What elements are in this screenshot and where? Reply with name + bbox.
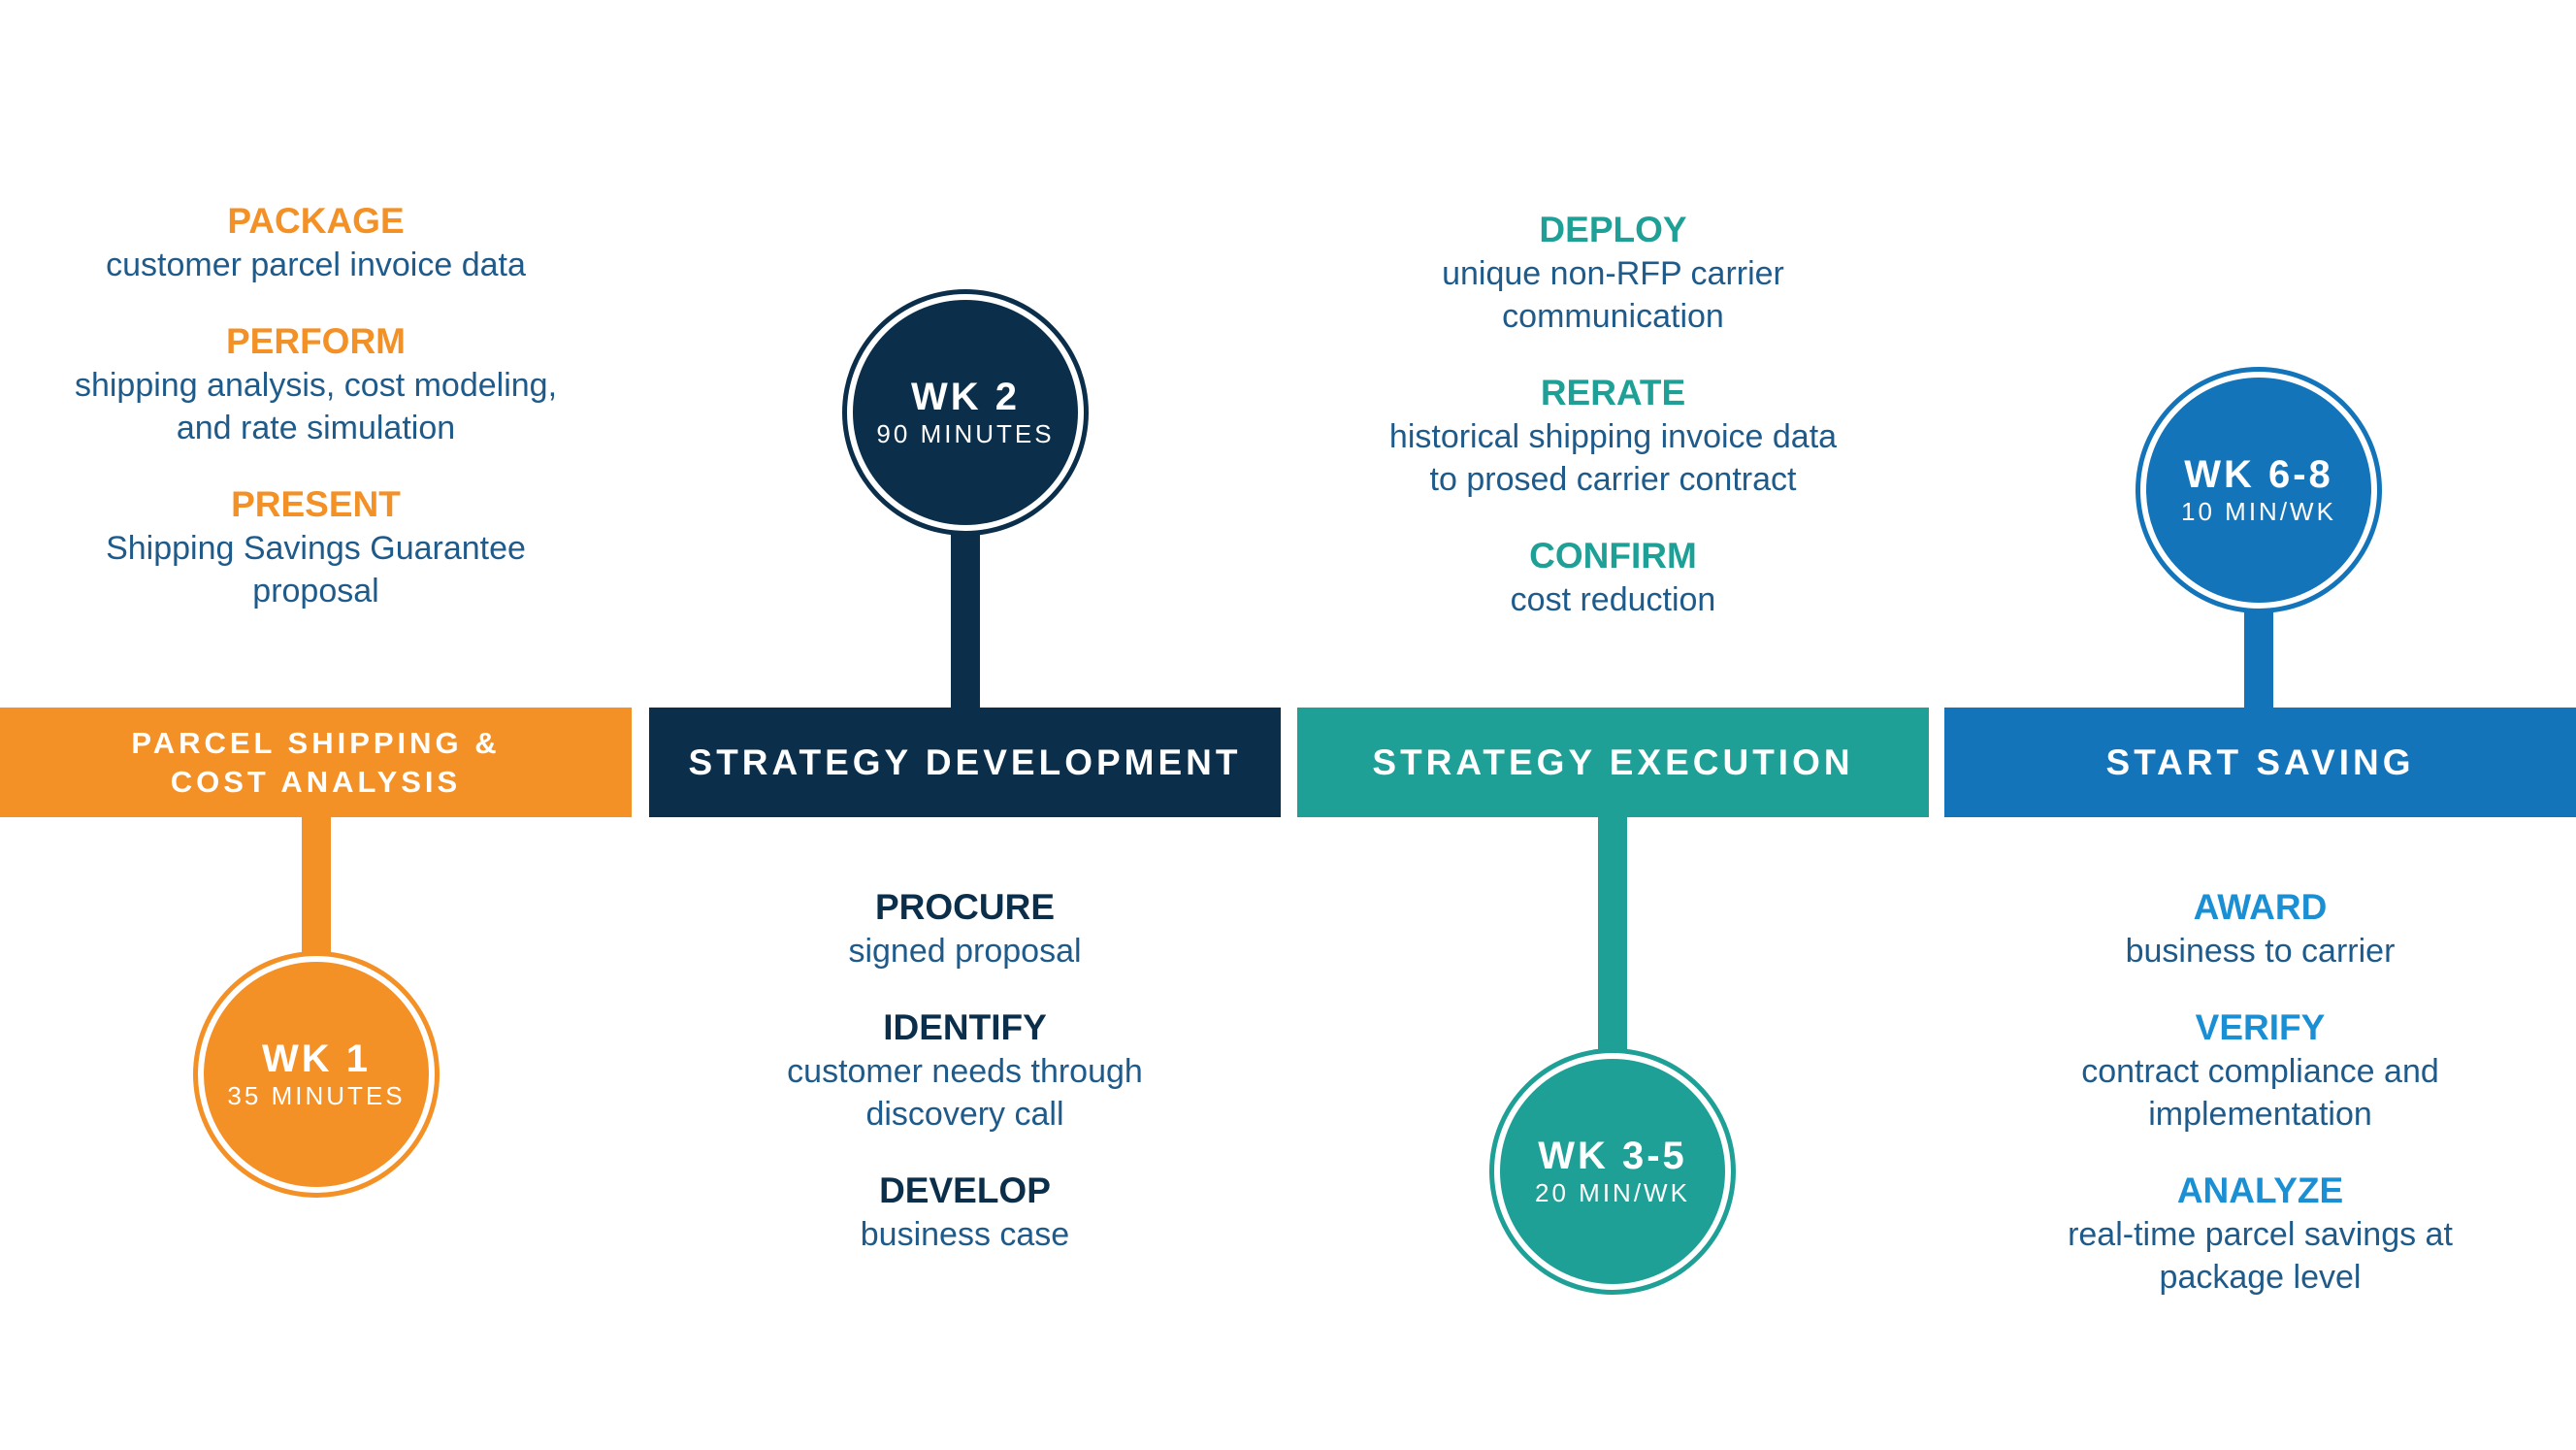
- step-head: IDENTIFY: [883, 1007, 1047, 1047]
- step-procure: PROCURE signed proposal: [649, 885, 1281, 972]
- step-desc: signed proposal: [848, 933, 1082, 970]
- step-desc: business case: [860, 1216, 1070, 1253]
- stage-1-bar-label-line1: PARCEL SHIPPING &: [131, 725, 501, 760]
- stage-4-steps: AWARD business to carrier VERIFY contrac…: [1944, 885, 2576, 1332]
- step-present: PRESENT Shipping Savings Guarantee propo…: [0, 482, 632, 612]
- stage-2-bar-label: STRATEGY DEVELOPMENT: [688, 741, 1242, 782]
- step-desc: and rate simulation: [176, 410, 456, 446]
- stage-3-week: WK 3-5: [1538, 1135, 1687, 1177]
- stage-3-stem: [1598, 817, 1627, 1060]
- stage-2-week: WK 2: [911, 376, 1020, 418]
- step-identify: IDENTIFY customer needs through discover…: [649, 1005, 1281, 1136]
- stage-3-steps: DEPLOY unique non-RFP carrier communicat…: [1297, 208, 1929, 654]
- stage-1-week-circle: WK 1 35 MINUTES: [198, 956, 435, 1193]
- step-head: VERIFY: [2195, 1007, 2326, 1047]
- step-head: PRESENT: [231, 484, 401, 524]
- stage-3-bar-label: STRATEGY EXECUTION: [1372, 741, 1854, 782]
- step-develop: DEVELOP business case: [649, 1169, 1281, 1256]
- step-award: AWARD business to carrier: [1944, 885, 2576, 972]
- stage-4-bar: START SAVING: [1944, 708, 2576, 817]
- stage-2-steps: PROCURE signed proposal IDENTIFY custome…: [649, 885, 1281, 1289]
- stage-1-bar: PARCEL SHIPPING & COST ANALYSIS: [0, 708, 632, 817]
- step-head: ANALYZE: [2176, 1170, 2344, 1210]
- stage-2-bar: STRATEGY DEVELOPMENT: [649, 708, 1281, 817]
- stage-2-week-circle: WK 2 90 MINUTES: [847, 294, 1084, 531]
- stage-3-week-circle: WK 3-5 20 MIN/WK: [1494, 1053, 1731, 1290]
- step-head: CONFIRM: [1529, 536, 1697, 576]
- step-desc: package level: [2159, 1259, 2362, 1296]
- step-desc: real-time parcel savings at: [2068, 1216, 2453, 1253]
- step-head: DEVELOP: [879, 1170, 1051, 1210]
- step-rerate: RERATE historical shipping invoice data …: [1297, 371, 1929, 501]
- step-analyze: ANALYZE real-time parcel savings at pack…: [1944, 1169, 2576, 1299]
- stage-4-bar-label: START SAVING: [2105, 741, 2415, 782]
- step-head: DEPLOY: [1539, 210, 1687, 249]
- step-verify: VERIFY contract compliance and implement…: [1944, 1005, 2576, 1136]
- step-head: PERFORM: [226, 321, 406, 361]
- step-desc: customer needs through: [787, 1053, 1143, 1090]
- stage-3-bar: STRATEGY EXECUTION: [1297, 708, 1929, 817]
- stage-1-stem: [302, 817, 331, 963]
- stage-4-stem: [2244, 592, 2273, 709]
- step-desc: unique non-RFP carrier: [1442, 255, 1784, 292]
- stage-2-duration: 90 MINUTES: [876, 419, 1055, 448]
- step-perform: PERFORM shipping analysis, cost modeling…: [0, 319, 632, 449]
- step-head: PACKAGE: [227, 201, 405, 241]
- step-confirm: CONFIRM cost reduction: [1297, 534, 1929, 621]
- step-desc: cost reduction: [1510, 581, 1716, 618]
- stage-1-duration: 35 MINUTES: [227, 1081, 406, 1110]
- step-desc: to prosed carrier contract: [1429, 461, 1797, 498]
- step-desc: business to carrier: [2125, 933, 2396, 970]
- step-head: PROCURE: [874, 887, 1056, 927]
- step-desc: historical shipping invoice data: [1388, 418, 1838, 455]
- step-desc: proposal: [252, 573, 379, 610]
- stage-3-duration: 20 MIN/WK: [1535, 1178, 1690, 1207]
- step-desc: discovery call: [865, 1096, 1064, 1133]
- stage-4-duration: 10 MIN/WK: [2181, 497, 2336, 526]
- step-desc: contract compliance and: [2081, 1053, 2439, 1090]
- stage-1-bar-label-line2: COST ANALYSIS: [170, 764, 462, 799]
- step-deploy: DEPLOY unique non-RFP carrier communicat…: [1297, 208, 1929, 338]
- stage-4-week-circle: WK 6-8 10 MIN/WK: [2140, 372, 2377, 609]
- step-head: RERATE: [1540, 373, 1686, 412]
- step-desc: customer parcel invoice data: [106, 247, 526, 283]
- step-desc: shipping analysis, cost modeling,: [74, 367, 558, 404]
- step-head: AWARD: [2193, 887, 2328, 927]
- stage-2-stem: [951, 524, 980, 709]
- stage-1-steps: PACKAGE customer parcel invoice data PER…: [0, 199, 632, 645]
- step-desc: Shipping Savings Guarantee: [106, 530, 526, 567]
- step-package: PACKAGE customer parcel invoice data: [0, 199, 632, 286]
- stage-4-week: WK 6-8: [2184, 453, 2333, 496]
- step-desc: implementation: [2148, 1096, 2372, 1133]
- stage-1-week: WK 1: [262, 1038, 371, 1080]
- step-desc: communication: [1502, 298, 1724, 335]
